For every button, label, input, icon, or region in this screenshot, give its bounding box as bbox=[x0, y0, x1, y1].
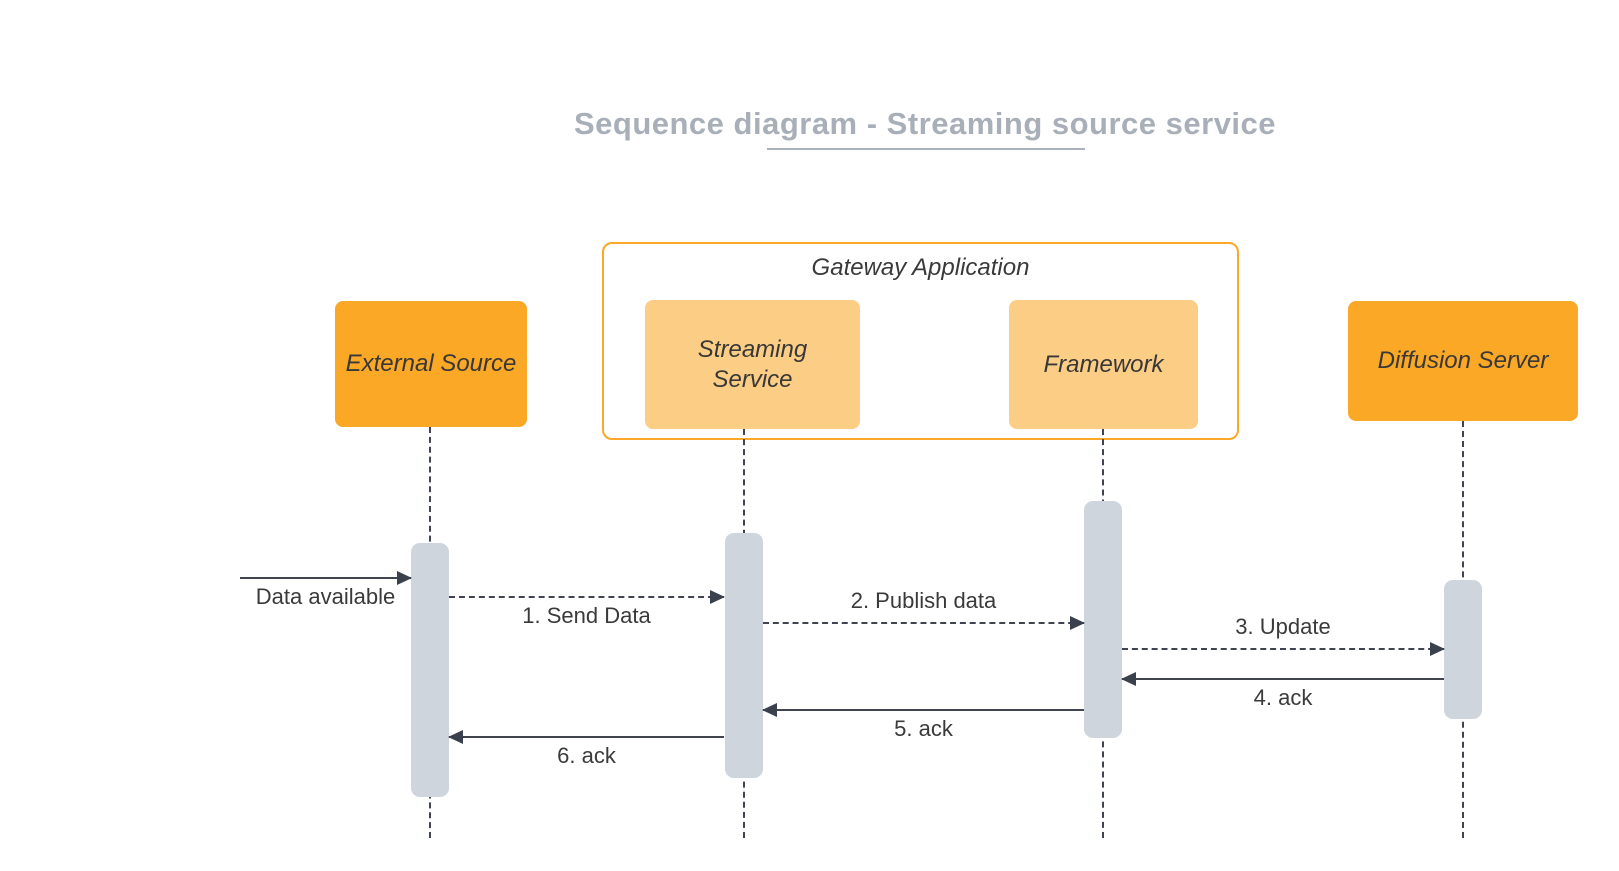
actor-diffusion-server-label: Diffusion Server bbox=[1377, 347, 1549, 374]
gateway-application-label: Gateway Application bbox=[811, 254, 1030, 281]
actor-external-source-label: External Source bbox=[345, 350, 517, 377]
actor-external-source[interactable]: External Source bbox=[335, 301, 527, 427]
message-line bbox=[763, 622, 1084, 624]
actor-streaming-service-label: Streaming Service bbox=[697, 335, 808, 393]
message-line bbox=[240, 577, 411, 579]
arrowhead-right-icon bbox=[710, 590, 725, 604]
message-line bbox=[1122, 648, 1444, 650]
message-label: 5. ack bbox=[894, 716, 953, 741]
arrowhead-right-icon bbox=[1430, 642, 1445, 656]
arrowhead-left-icon bbox=[1121, 672, 1136, 686]
actor-streaming-service[interactable]: Streaming Service bbox=[645, 300, 860, 429]
message-line bbox=[763, 709, 1084, 711]
diagram-title: Sequence diagram - Streaming source serv… bbox=[573, 106, 1277, 141]
message-label: 4. ack bbox=[1253, 685, 1313, 710]
arrowhead-right-icon bbox=[397, 571, 412, 585]
activation-streaming-service[interactable] bbox=[725, 533, 763, 778]
message-line bbox=[449, 596, 724, 598]
title-underline bbox=[767, 148, 1085, 150]
message-line bbox=[449, 736, 724, 738]
activation-framework[interactable] bbox=[1084, 501, 1122, 738]
message-label: 1. Send Data bbox=[522, 603, 651, 628]
message-line bbox=[1122, 678, 1444, 680]
activation-external-source[interactable] bbox=[411, 543, 449, 797]
arrowhead-left-icon bbox=[448, 730, 463, 744]
activation-diffusion-server[interactable] bbox=[1444, 580, 1482, 719]
arrowhead-right-icon bbox=[1070, 616, 1085, 630]
message-label: Data available bbox=[255, 584, 396, 609]
message-label: 2. Publish data bbox=[850, 588, 997, 613]
actor-framework-label: Framework bbox=[1043, 350, 1164, 378]
message-label: 3. Update bbox=[1235, 614, 1331, 639]
actor-framework[interactable]: Framework bbox=[1009, 300, 1198, 429]
actor-diffusion-server[interactable]: Diffusion Server bbox=[1348, 301, 1578, 421]
gateway-application-container[interactable]: Gateway Application bbox=[602, 242, 1239, 440]
arrowhead-left-icon bbox=[762, 703, 777, 717]
message-label: 6. ack bbox=[557, 743, 616, 768]
